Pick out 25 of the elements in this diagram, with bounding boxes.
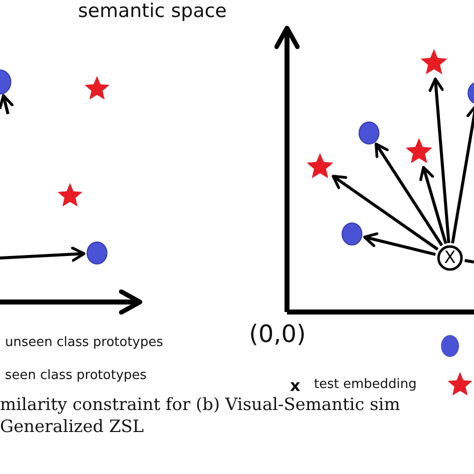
embedding-circle: X bbox=[437, 245, 463, 271]
arrow bbox=[0, 246, 86, 262]
legend-symbol: x bbox=[290, 376, 300, 395]
arrow bbox=[374, 142, 444, 246]
arrow bbox=[451, 104, 474, 244]
legend-text: test embedding bbox=[314, 377, 417, 392]
axis-label: (0,0) bbox=[249, 320, 306, 348]
prototype-star bbox=[420, 49, 448, 77]
arrow bbox=[332, 174, 439, 251]
prototype-dot bbox=[358, 122, 380, 144]
arrow bbox=[419, 166, 448, 244]
arrow bbox=[363, 232, 436, 256]
label: semantic space bbox=[78, 0, 227, 22]
prototype-star bbox=[405, 138, 433, 166]
arrow bbox=[428, 78, 450, 244]
prototype-dot bbox=[86, 242, 108, 264]
caption: milarity constraint for (b) Visual-Semantic sim Generalized ZSL bbox=[0, 394, 402, 438]
arrow bbox=[0, 94, 14, 114]
legend-text: unseen class prototypes bbox=[5, 335, 164, 350]
prototype-dot bbox=[341, 223, 363, 245]
prototype-star bbox=[306, 153, 334, 181]
connector-line bbox=[464, 258, 474, 264]
prototype-star bbox=[84, 76, 110, 102]
prototype-star bbox=[57, 183, 83, 209]
legend-text: seen class prototypes bbox=[5, 368, 147, 383]
